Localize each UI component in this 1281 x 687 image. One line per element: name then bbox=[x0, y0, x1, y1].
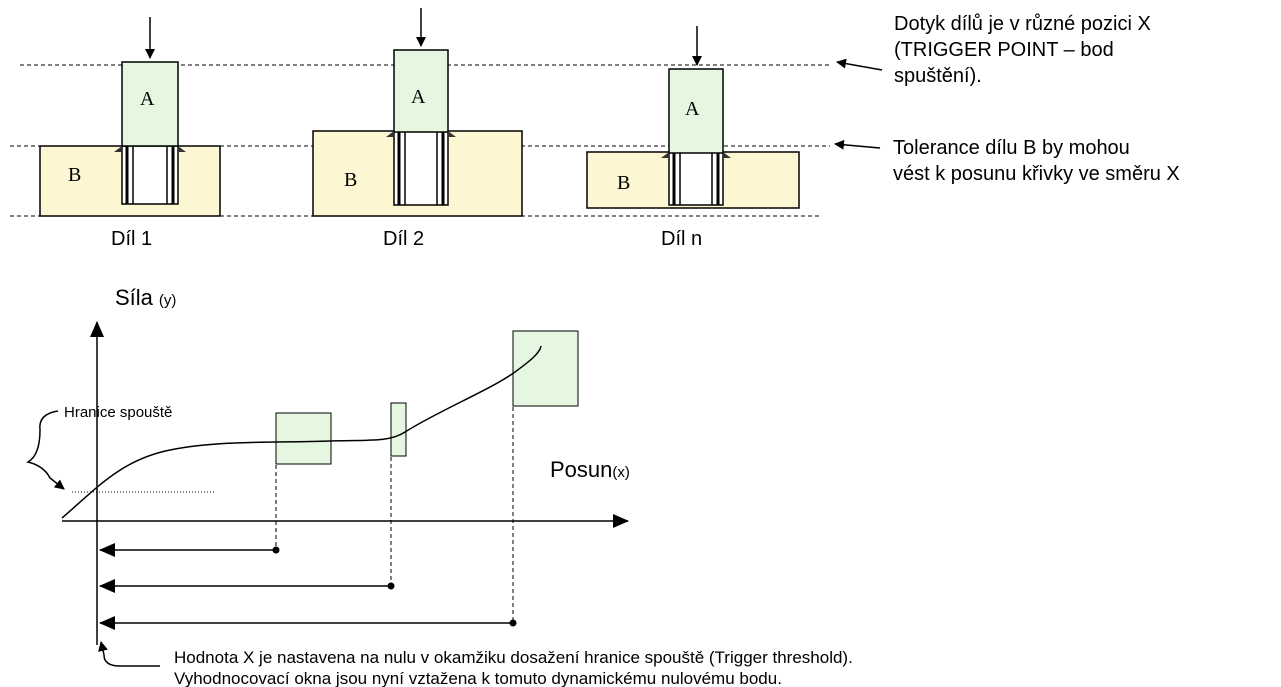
footnote: Hodnota X je nastavena na nulu v okamžik… bbox=[174, 648, 858, 687]
part-1: A B Díl 1 bbox=[39, 17, 221, 250]
threshold-bracket-arrow bbox=[26, 410, 65, 490]
part-b-label: B bbox=[68, 164, 81, 186]
trigger-point-pointer bbox=[836, 58, 883, 71]
force-curve bbox=[61, 345, 542, 519]
part-b-label: B bbox=[344, 169, 357, 191]
eval-window-3 bbox=[512, 330, 579, 407]
tolerance-note: Tolerance dílu B by mohou vést k posunu … bbox=[893, 137, 1180, 185]
part-caption: Díl n bbox=[661, 228, 702, 250]
part-a-label: A bbox=[685, 98, 700, 120]
trigger-point-note: Dotyk dílů je v různé pozici X (TRIGGER … bbox=[894, 13, 1156, 87]
part-a-block bbox=[668, 68, 724, 154]
part-caption: Díl 2 bbox=[383, 228, 424, 250]
part-caption: Díl 1 bbox=[111, 228, 152, 250]
part-2: A B Díl 2 bbox=[312, 8, 523, 250]
eval-window-2 bbox=[390, 402, 407, 457]
origin-bracket-arrow bbox=[98, 641, 160, 667]
part-a-label: A bbox=[411, 86, 426, 108]
eval-window-1 bbox=[275, 412, 332, 465]
part-a-shaft bbox=[121, 145, 179, 205]
part-a-block bbox=[393, 49, 449, 133]
threshold-label: Hranice spouště bbox=[64, 404, 172, 421]
x-axis-label: Posun(x) bbox=[550, 457, 630, 482]
part-a-shaft bbox=[668, 151, 724, 206]
part-a-shaft bbox=[393, 130, 449, 206]
part-a-label: A bbox=[140, 88, 155, 110]
part-n: A B Díl n bbox=[586, 26, 800, 250]
tolerance-pointer bbox=[834, 139, 881, 150]
part-b-label: B bbox=[617, 172, 630, 194]
y-axis-label: Síla(y) bbox=[115, 285, 176, 310]
part-a-block bbox=[121, 61, 179, 147]
force-displacement-graph: Síla(y) Posun(x) Hranice spouště bbox=[26, 285, 630, 667]
